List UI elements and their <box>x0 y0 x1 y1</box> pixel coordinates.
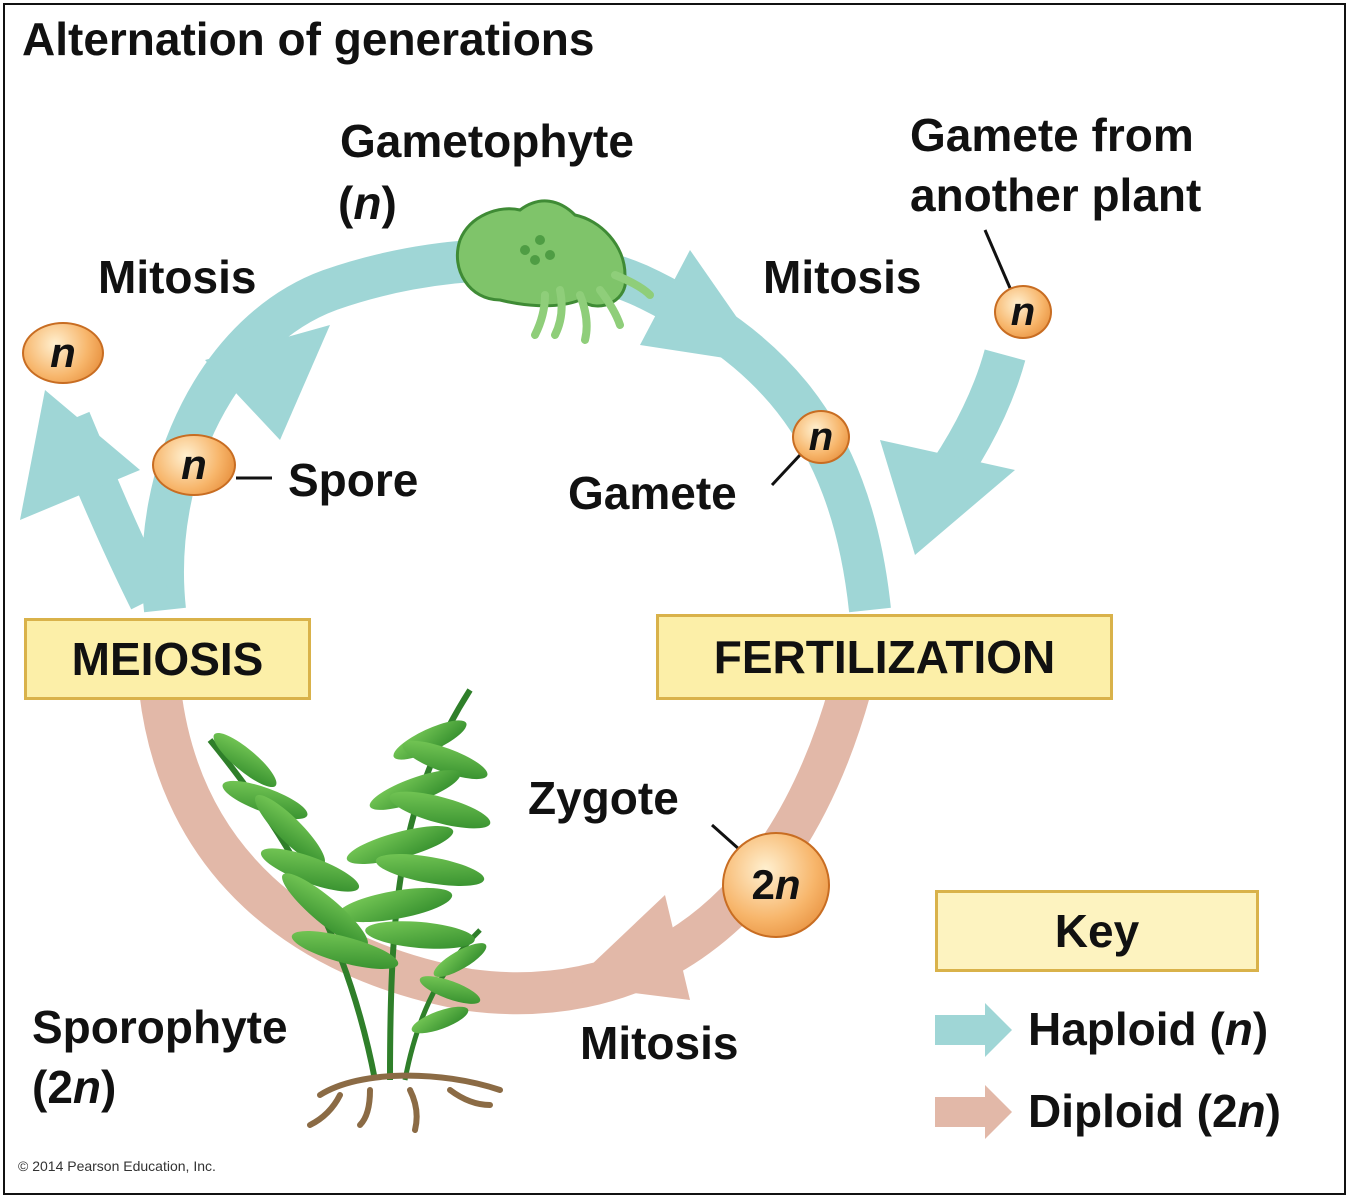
diagram-title: Alternation of generations <box>22 13 595 65</box>
haploid-arrowhead-right <box>640 250 770 365</box>
spore-label: Spore <box>288 454 419 506</box>
key-diploid-label: Diploid (2n) <box>1028 1085 1281 1137</box>
diploid-arrowhead <box>570 895 690 1000</box>
key-diploid-arrow-icon <box>935 1085 1012 1139</box>
key-haploid-label: Haploid (n) <box>1028 1003 1269 1055</box>
spore-cell: n <box>152 434 236 496</box>
sporophyte-ploidy: (2n) <box>32 1061 117 1113</box>
sporophyte-illustration <box>207 688 503 1133</box>
mitosis-right-label: Mitosis <box>763 251 922 303</box>
gamete-label: Gamete <box>568 467 737 519</box>
haploid-arrowhead-gamete <box>880 440 1015 555</box>
zygote-leader <box>711 823 741 852</box>
key-box: Key <box>935 890 1259 972</box>
haploid-arrowhead-spore <box>20 390 140 520</box>
spore-cell-released: n <box>22 322 104 384</box>
sporophyte-label: Sporophyte <box>32 1001 288 1053</box>
other-gamete-label-line1: Gamete from <box>910 109 1194 161</box>
gamete-leader <box>770 453 802 487</box>
gametophyte-ploidy: (n) <box>338 177 397 229</box>
copyright-notice: © 2014 Pearson Education, Inc. <box>18 1158 216 1174</box>
other-gamete-cell: n <box>994 285 1052 339</box>
gametophyte-label: Gametophyte <box>340 115 634 167</box>
fertilization-box: FERTILIZATION <box>656 614 1113 700</box>
mitosis-bottom-label: Mitosis <box>580 1017 739 1069</box>
other-gamete-leader <box>983 229 1012 289</box>
gametophyte-illustration <box>455 199 654 344</box>
meiosis-box: MEIOSIS <box>24 618 311 700</box>
haploid-arc <box>141 238 891 613</box>
mitosis-left-label: Mitosis <box>98 251 257 303</box>
diagram-frame <box>3 3 1346 1195</box>
zygote-label: Zygote <box>528 772 679 824</box>
haploid-arrowhead-left <box>205 325 330 440</box>
key-haploid-arrow-icon <box>935 1003 1012 1057</box>
gamete-cell: n <box>792 410 850 464</box>
other-gamete-label-line2: another plant <box>910 169 1202 221</box>
